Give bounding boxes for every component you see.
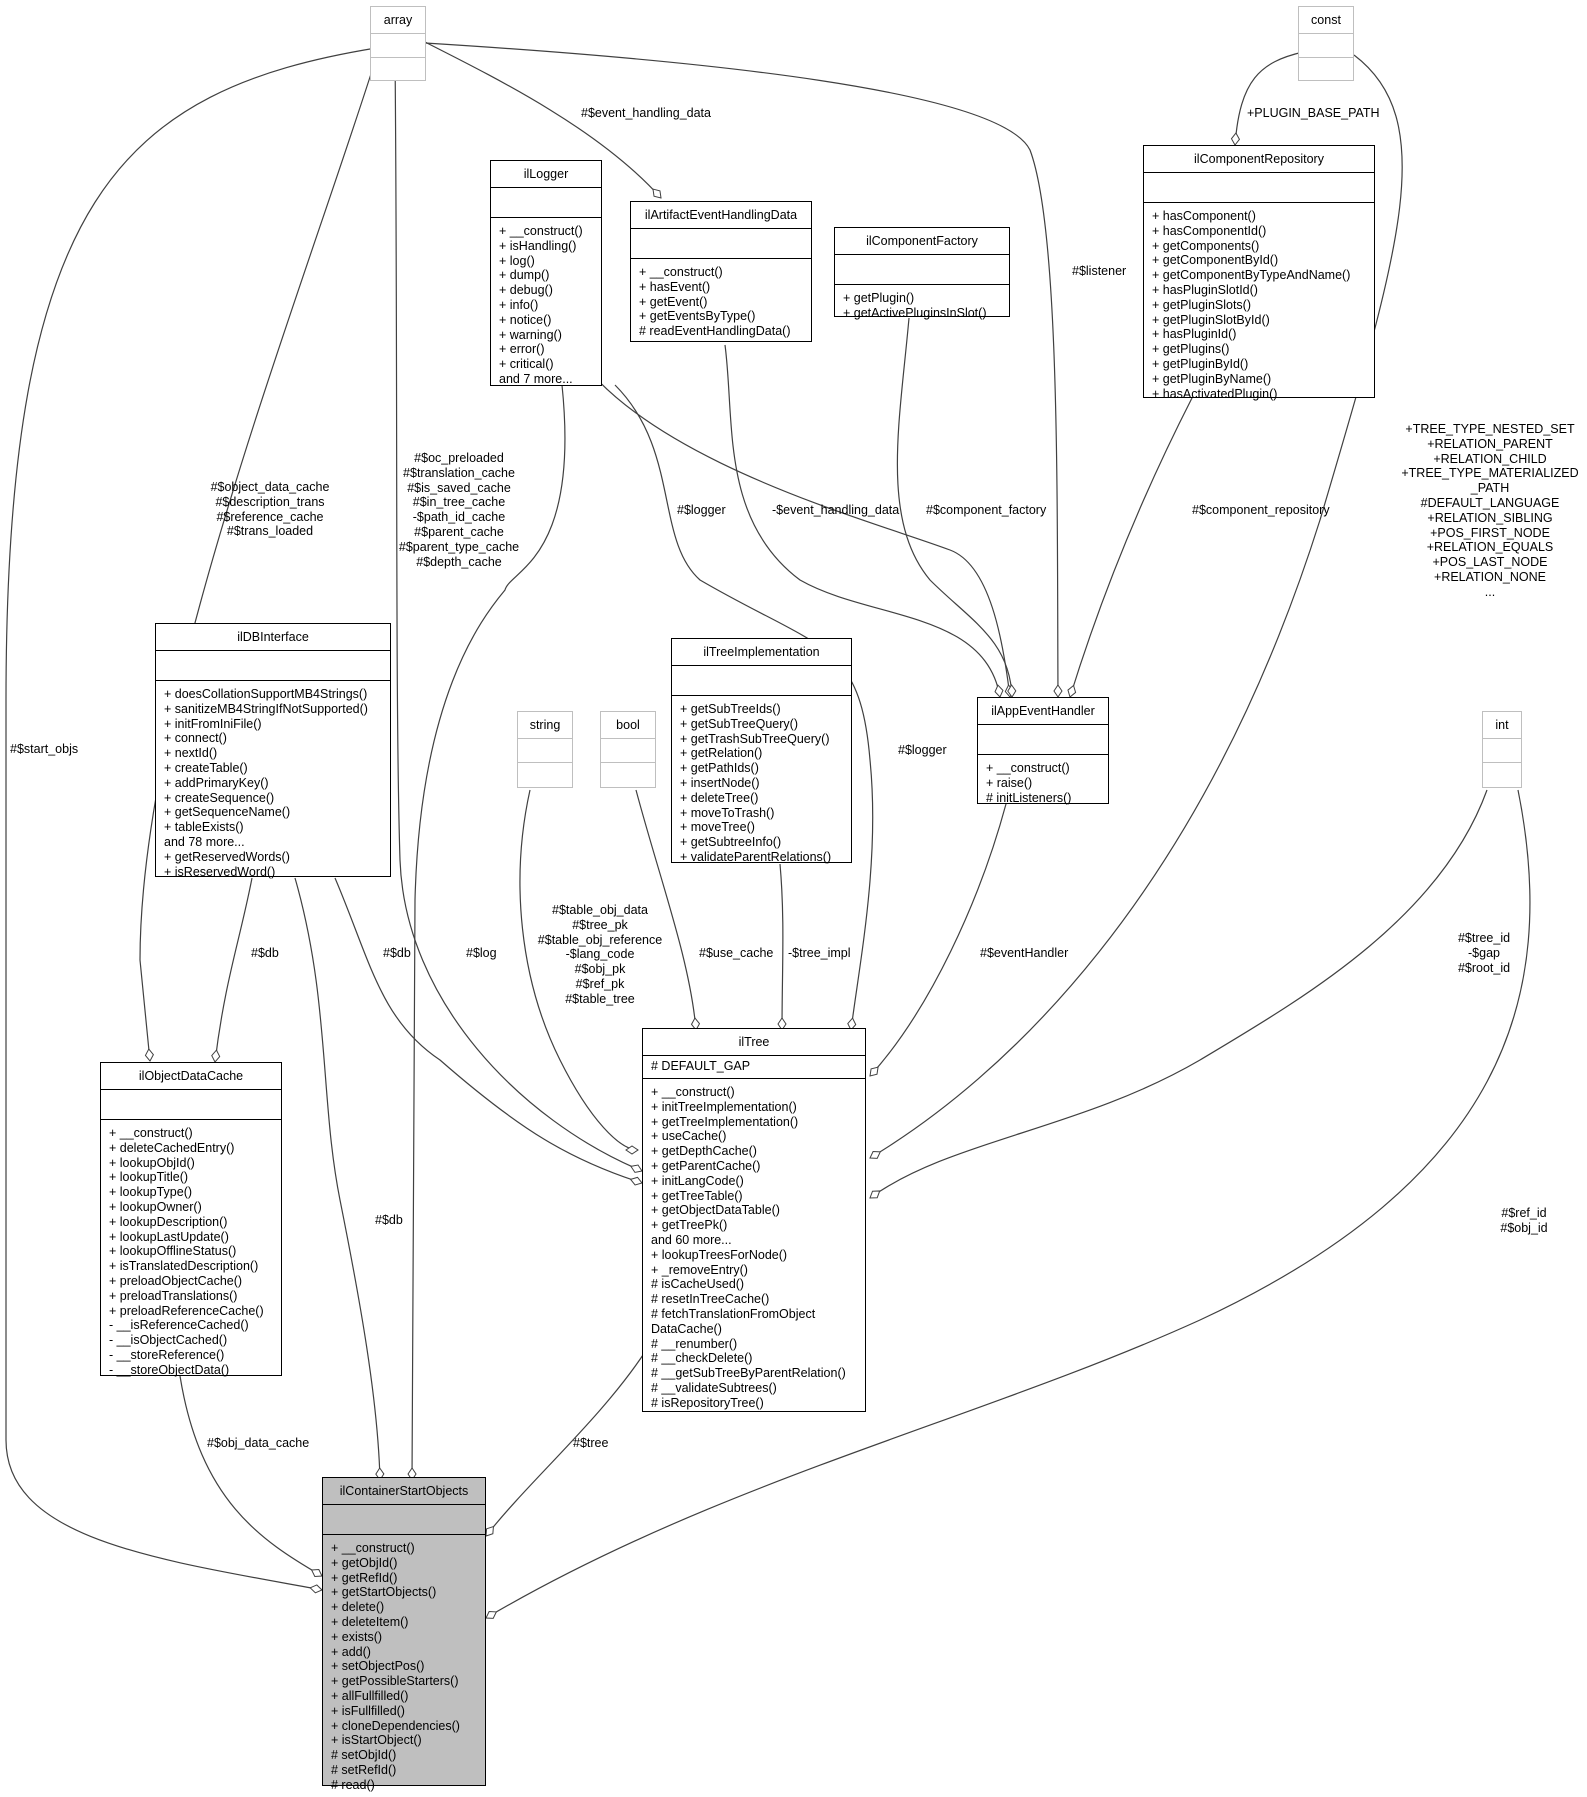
class-ilartifacteventhandlingdata: ilArtifactEventHandlingData + __construc… bbox=[630, 201, 812, 342]
edge-bool-tree bbox=[635, 789, 701, 1031]
edge-repository-handler bbox=[1067, 397, 1193, 698]
method-list: + doesCollationSupportMB4Strings() + san… bbox=[164, 687, 368, 879]
class-name: ilDBInterface bbox=[156, 624, 390, 651]
method-list: + __construct() + initTreeImplementation… bbox=[651, 1085, 846, 1410]
method-list: + __construct() + deleteCachedEntry() + … bbox=[109, 1126, 264, 1377]
edge-array-tree bbox=[394, 51, 643, 1173]
class-ilobjectdatacache: ilObjectDataCache + __construct() + dele… bbox=[100, 1062, 282, 1377]
edge-array-start-objs bbox=[5, 47, 377, 1594]
class-array: array bbox=[370, 6, 426, 81]
class-illogger: ilLogger + __construct() + isHandling() … bbox=[490, 160, 602, 386]
class-name: ilObjectDataCache bbox=[101, 1063, 281, 1090]
edge-label-string-tree: #$table_obj_data #$tree_pk #$table_obj_r… bbox=[537, 903, 663, 1006]
edge-label-log: #$log bbox=[466, 946, 497, 960]
class-name: string bbox=[518, 712, 572, 739]
class-name: ilArtifactEventHandlingData bbox=[631, 202, 811, 229]
edge-label-const-tree: +TREE_TYPE_NESTED_SET +RELATION_PARENT +… bbox=[1401, 422, 1579, 599]
edge-obj-cache-start bbox=[179, 1375, 323, 1577]
class-name: ilComponentFactory bbox=[835, 228, 1009, 255]
edge-label-db-cache: #$db bbox=[251, 946, 279, 960]
edge-logger-start bbox=[407, 384, 566, 1481]
edge-const-tree bbox=[869, 54, 1403, 1159]
class-name: ilTree bbox=[643, 1029, 865, 1056]
method-list: + __construct() + hasEvent() + getEvent(… bbox=[639, 265, 791, 339]
edge-tree-impl-tree bbox=[777, 863, 787, 1031]
class-name: array bbox=[371, 7, 425, 34]
class-ilcontainerstartobjects: ilContainerStartObjects + __construct() … bbox=[322, 1477, 486, 1792]
edge-label-tree-impl: -$tree_impl bbox=[788, 946, 851, 960]
edge-label-logger-handler: #$logger bbox=[677, 503, 726, 517]
edge-label-event-handling-data-arr: #$event_handling_data bbox=[581, 106, 711, 120]
edge-int-start bbox=[485, 789, 1531, 1619]
edge-factory-handler bbox=[896, 317, 1017, 698]
method-list: + __construct() + getObjId() + getRefId(… bbox=[331, 1541, 460, 1792]
edge-label-tree: #$tree bbox=[573, 1436, 609, 1450]
method-list: + getPlugin() + getActivePluginsInSlot() bbox=[843, 291, 987, 320]
edge-label-obj-data-cache: #$obj_data_cache bbox=[207, 1436, 310, 1450]
attribute-list: # DEFAULT_GAP bbox=[643, 1056, 865, 1079]
method-list: + __construct() + raise() # initListener… bbox=[986, 761, 1072, 805]
edge-label-component-factory: #$component_factory bbox=[926, 503, 1047, 517]
edge-label-db-start: #$db bbox=[375, 1213, 403, 1227]
edge-db-cache bbox=[211, 877, 253, 1063]
class-name: const bbox=[1299, 7, 1353, 34]
class-name: ilLogger bbox=[491, 161, 601, 188]
class-int: int bbox=[1482, 711, 1522, 788]
class-const: const bbox=[1298, 6, 1354, 81]
edge-tree-start bbox=[485, 1351, 646, 1537]
edge-array-artifact-event bbox=[424, 41, 662, 199]
method-list: + hasComponent() + hasComponentId() + ge… bbox=[1152, 209, 1351, 401]
class-name: ilAppEventHandler bbox=[978, 698, 1108, 725]
edge-array-obj-data-cache bbox=[139, 51, 379, 1062]
class-ildbinterface: ilDBInterface + doesCollationSupportMB4S… bbox=[155, 623, 391, 879]
edge-db-tree bbox=[334, 877, 643, 1186]
method-list: + __construct() + isHandling() + log() +… bbox=[499, 224, 583, 386]
class-string: string bbox=[517, 711, 573, 788]
edge-db-start bbox=[294, 877, 385, 1481]
edge-label-tree-caches: #$oc_preloaded #$translation_cache #$is_… bbox=[398, 451, 520, 569]
edge-label-event-handler: #$eventHandler bbox=[980, 946, 1069, 960]
edge-label-start-objs: #$start_objs bbox=[10, 742, 79, 756]
edge-array-listener bbox=[424, 42, 1063, 698]
class-bool: bool bbox=[600, 711, 656, 788]
class-iltreeimplementation: ilTreeImplementation + getSubTreeIds() +… bbox=[671, 638, 852, 864]
edge-label-listener: #$listener bbox=[1072, 264, 1127, 278]
edge-label-db-tree: #$db bbox=[383, 946, 411, 960]
class-iltree: ilTree # DEFAULT_GAP + __construct() + i… bbox=[642, 1028, 866, 1412]
class-ilcomponentfactory: ilComponentFactory + getPlugin() + getAc… bbox=[834, 227, 1010, 320]
edge-logger-handler bbox=[569, 344, 1014, 698]
class-name: ilTreeImplementation bbox=[672, 639, 851, 666]
edge-label-use-cache: #$use_cache bbox=[699, 946, 774, 960]
method-list: + getSubTreeIds() + getSubTreeQuery() + … bbox=[680, 702, 832, 864]
class-name: bool bbox=[601, 712, 655, 739]
class-ilappeventhandler: ilAppEventHandler + __construct() + rais… bbox=[977, 697, 1109, 805]
edge-label-event-handling-data: -$event_handling_data bbox=[772, 503, 900, 517]
edge-int-tree bbox=[869, 789, 1488, 1199]
edge-handler-tree bbox=[869, 803, 1007, 1077]
class-name: ilComponentRepository bbox=[1144, 146, 1374, 173]
edge-label-int-start: #$ref_id #$obj_id bbox=[1500, 1206, 1548, 1235]
edge-label-logger-tree: #$logger bbox=[898, 743, 947, 757]
edge-label-plugin-base-path: +PLUGIN_BASE_PATH bbox=[1247, 106, 1380, 120]
edge-string-tree bbox=[519, 789, 639, 1155]
edge-label-int-tree: #$tree_id -$gap #$root_id bbox=[1457, 931, 1511, 975]
class-name: int bbox=[1483, 712, 1521, 739]
edge-const-component-repository bbox=[1230, 51, 1304, 146]
class-name: ilContainerStartObjects bbox=[323, 1478, 485, 1505]
edge-label-component-repository: #$component_repository bbox=[1192, 503, 1330, 517]
class-ilcomponentrepository: ilComponentRepository + hasComponent() +… bbox=[1143, 145, 1375, 401]
edge-artifact-handler bbox=[724, 344, 1004, 698]
edge-label-object-data-cache: #$object_data_cache #$description_trans … bbox=[210, 480, 330, 539]
